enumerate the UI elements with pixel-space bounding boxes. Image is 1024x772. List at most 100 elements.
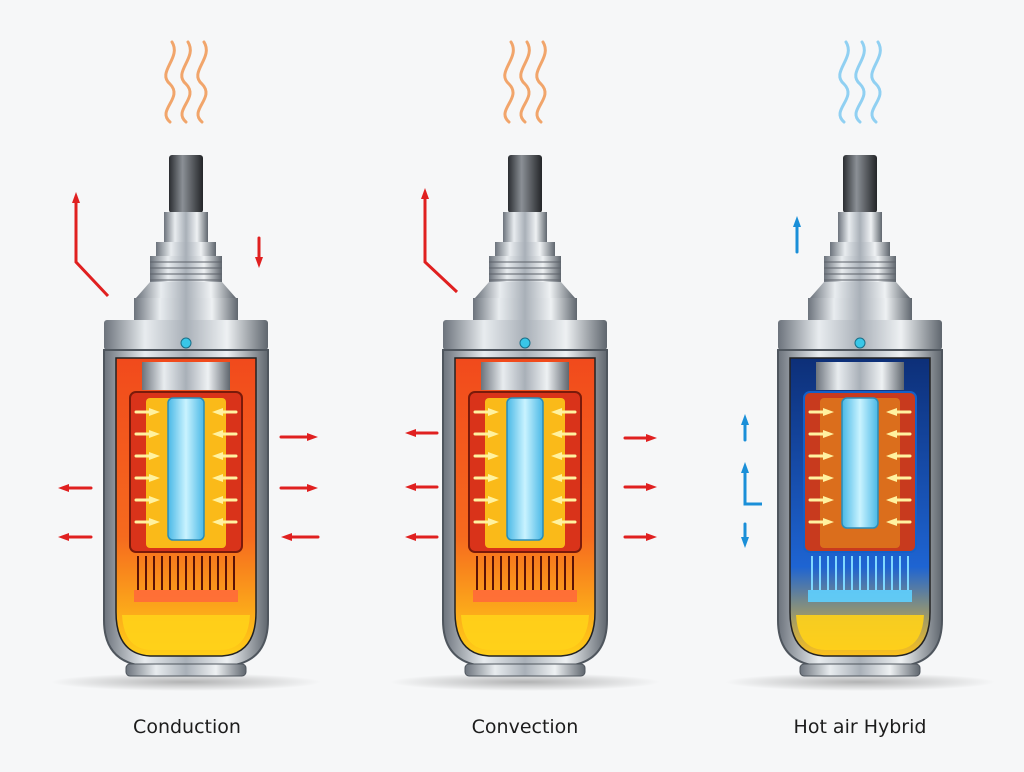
coil-fins (811, 556, 909, 590)
rising-heat-path (74, 200, 110, 298)
inner-arrow (473, 496, 499, 504)
up-arrow-icon (421, 188, 429, 212)
left-arrow-icon (58, 484, 93, 492)
nozzle-collar (164, 212, 208, 242)
indicator-led (854, 337, 866, 349)
glow-band (122, 615, 250, 650)
inner-arrow (886, 430, 912, 438)
indicator-led (180, 337, 192, 349)
nozzle-flare (810, 282, 910, 298)
coil-fins (137, 556, 235, 590)
nozzle-thread (824, 256, 896, 282)
neck-ring (473, 298, 577, 320)
inner-arrow (212, 452, 238, 460)
internal-heat-arrows (134, 408, 238, 526)
inner-arrow (808, 408, 834, 416)
up-arrow-icon (741, 462, 749, 484)
device-conduction (51, 40, 321, 691)
up-arrow-icon (741, 414, 749, 442)
device-hybrid (725, 40, 995, 691)
steam-icon (503, 40, 547, 124)
up-arrow-icon (793, 216, 801, 254)
panel-label-hybrid: Hot air Hybrid (793, 716, 927, 738)
inner-arrow (473, 518, 499, 526)
inner-arrow (134, 496, 160, 504)
core-tube (167, 397, 205, 541)
up-arrow-icon (72, 192, 80, 214)
steam-icon (838, 40, 882, 124)
core-tube (841, 397, 879, 529)
internal-heat-arrows (808, 408, 912, 526)
core-tube (506, 397, 544, 541)
glow-band (796, 615, 924, 650)
shadow (390, 673, 660, 691)
inner-arrow (134, 518, 160, 526)
cartridge-top (481, 362, 569, 390)
glow-band (461, 615, 589, 650)
inner-arrow (551, 474, 577, 482)
nozzle-ring (495, 242, 555, 256)
internal-heat-arrows (473, 408, 577, 526)
steam-icon (164, 40, 208, 124)
indicator-led (519, 337, 531, 349)
right-arrow-icon (623, 533, 657, 541)
nozzle-ring (156, 242, 216, 256)
inner-arrow (886, 408, 912, 416)
neck-ring (808, 298, 912, 320)
panel-label-conduction: Conduction (133, 716, 241, 738)
body-cap (104, 320, 268, 350)
coil-fins (476, 556, 574, 590)
shadow (51, 673, 321, 691)
shadow (725, 673, 995, 691)
nozzle-flare (136, 282, 236, 298)
nozzle-flare (475, 282, 575, 298)
inner-arrow (808, 452, 834, 460)
inner-arrow (134, 408, 160, 416)
inner-arrow (473, 452, 499, 460)
inner-arrow (212, 474, 238, 482)
down-arrow-icon (741, 522, 749, 548)
inner-arrow (212, 408, 238, 416)
inner-arrow (808, 518, 834, 526)
inner-arrow (551, 430, 577, 438)
inner-arrow (134, 430, 160, 438)
inner-arrow (886, 496, 912, 504)
nozzle-thread (489, 256, 561, 282)
inner-arrow (886, 452, 912, 460)
right-arrow-icon (279, 484, 318, 492)
nozzle-tip (843, 155, 877, 213)
inner-arrow (473, 474, 499, 482)
inner-arrow (134, 452, 160, 460)
coil-base (473, 590, 577, 602)
inner-arrow (886, 474, 912, 482)
cartridge-top (142, 362, 230, 390)
rising-heat-path (423, 198, 459, 294)
device-convection (390, 40, 660, 691)
inner-arrow (212, 430, 238, 438)
nozzle-collar (838, 212, 882, 242)
inner-arrow (886, 518, 912, 526)
inner-arrow (551, 518, 577, 526)
base-foot (799, 663, 921, 677)
nozzle-collar (503, 212, 547, 242)
inner-arrow (551, 408, 577, 416)
right-arrow-icon (623, 434, 657, 442)
nozzle-thread (150, 256, 222, 282)
down-arrow-icon (255, 236, 263, 268)
inner-arrow (808, 430, 834, 438)
body-cap (443, 320, 607, 350)
nozzle-tip (508, 155, 542, 213)
left-arrow-icon (58, 533, 93, 541)
right-arrow-icon (279, 433, 318, 441)
right-arrow-icon (623, 483, 657, 491)
inner-arrow (212, 518, 238, 526)
inner-arrow (551, 496, 577, 504)
inner-arrow (808, 496, 834, 504)
left-arrow-icon (405, 429, 439, 437)
inner-arrow (551, 452, 577, 460)
body-cap (778, 320, 942, 350)
left-arrow-icon (405, 483, 439, 491)
inner-arrow (473, 430, 499, 438)
